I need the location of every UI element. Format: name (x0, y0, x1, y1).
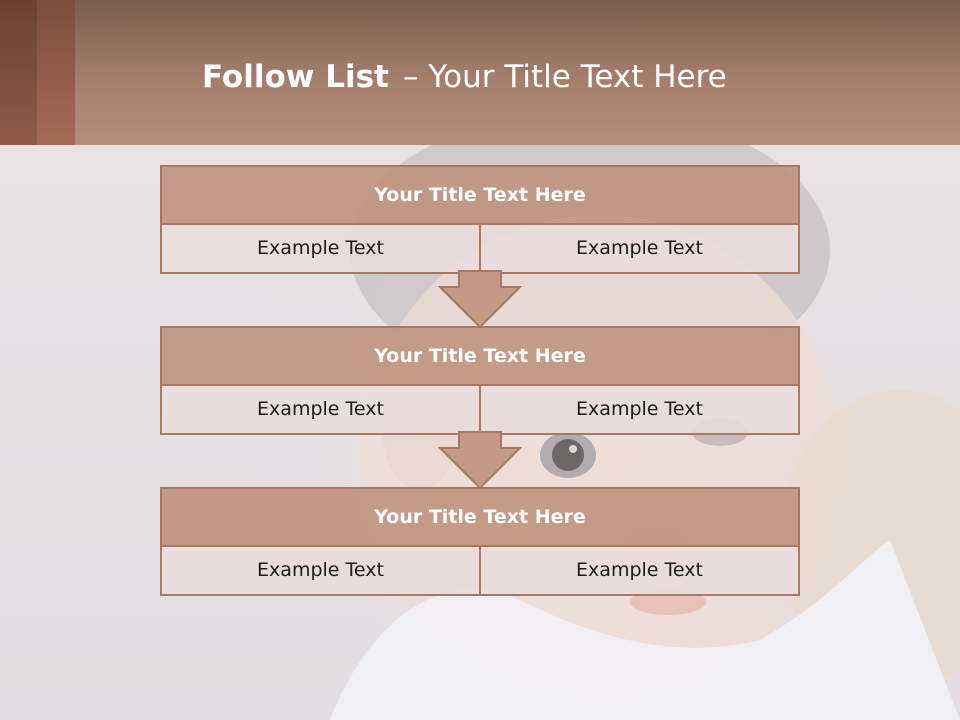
header-band: Follow List–Your Title Text Here (0, 0, 960, 145)
box-cell-left: Example Text (162, 225, 479, 272)
box-title: Your Title Text Here (162, 489, 798, 547)
down-arrow-icon (438, 270, 522, 329)
box-title: Your Title Text Here (162, 328, 798, 386)
follow-list-box-1[interactable]: Your Title Text Here Example Text Exampl… (160, 165, 800, 274)
header-stripe-dark (0, 0, 37, 145)
box-cell-left: Example Text (162, 547, 479, 594)
slide-title[interactable]: Follow List–Your Title Text Here (202, 52, 727, 102)
box-cell-right: Example Text (479, 386, 798, 433)
slide-title-rest: Your Title Text Here (428, 59, 727, 95)
box-row: Example Text Example Text (162, 547, 798, 594)
slide-title-bold: Follow List (202, 59, 389, 95)
box-title: Your Title Text Here (162, 167, 798, 225)
box-cell-left: Example Text (162, 386, 479, 433)
box-cell-right: Example Text (479, 547, 798, 594)
slide-title-dash: – (402, 59, 419, 95)
box-row: Example Text Example Text (162, 225, 798, 272)
box-row: Example Text Example Text (162, 386, 798, 433)
box-cell-right: Example Text (479, 225, 798, 272)
follow-list-box-2[interactable]: Your Title Text Here Example Text Exampl… (160, 326, 800, 435)
header-stripe-mid (37, 0, 75, 145)
follow-list-box-3[interactable]: Your Title Text Here Example Text Exampl… (160, 487, 800, 596)
down-arrow-icon (438, 431, 522, 490)
